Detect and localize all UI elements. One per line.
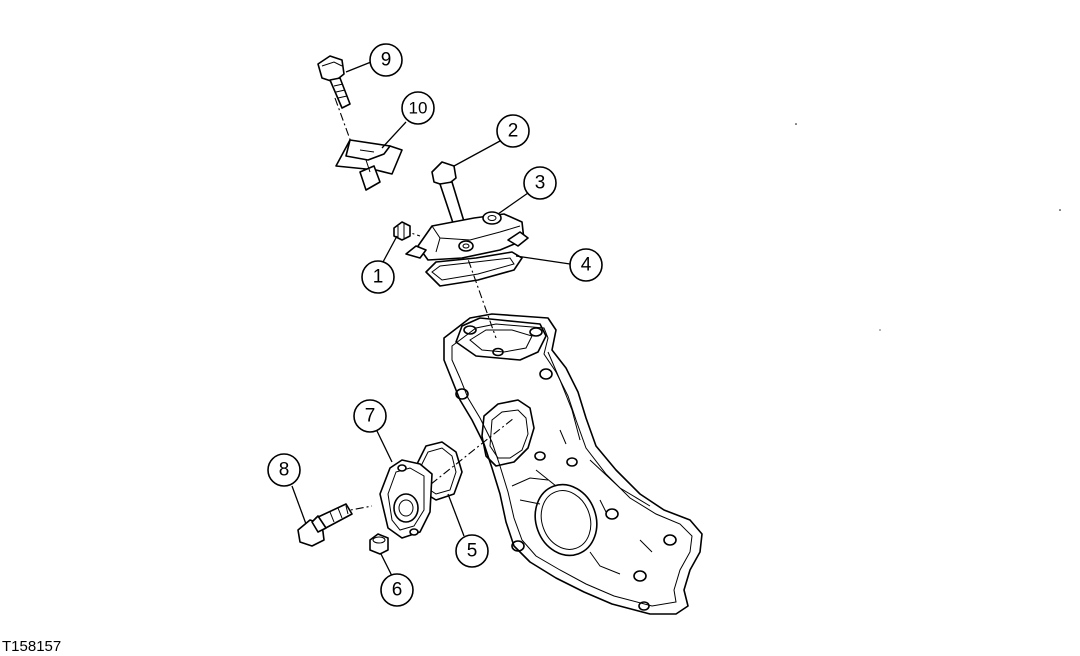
callout-2-label: 2: [508, 121, 519, 142]
callout-9: 9: [369, 43, 403, 77]
callout-3: 3: [523, 166, 557, 200]
callout-8-label: 8: [279, 460, 290, 481]
callout-1-label: 1: [373, 267, 384, 288]
callout-7: 7: [353, 399, 387, 433]
thermostat-cover-3: [405, 211, 529, 261]
callout-10: 10: [401, 91, 435, 125]
callout-4: 4: [569, 248, 603, 282]
callout-9-label: 9: [381, 50, 392, 71]
bolt-9: [317, 55, 351, 109]
callout-8: 8: [267, 453, 301, 487]
callout-10-label: 10: [409, 99, 428, 118]
plug-6: [369, 533, 389, 555]
timing-gear-cover: [443, 313, 703, 615]
bracket-10: [335, 139, 403, 191]
plug-1: [393, 221, 411, 241]
bolt-8: [297, 503, 353, 547]
callout-6: 6: [380, 573, 414, 607]
callout-3-label: 3: [535, 173, 546, 194]
callout-2: 2: [496, 114, 530, 148]
callout-6-label: 6: [392, 580, 403, 601]
water-inlet-7: [379, 459, 433, 539]
callout-7-label: 7: [365, 406, 376, 427]
gasket-4: [425, 251, 523, 287]
figure-id: T158157: [2, 638, 62, 655]
callout-5: 5: [455, 534, 489, 568]
callout-5-label: 5: [467, 541, 478, 562]
callout-4-label: 4: [581, 255, 592, 276]
callout-1: 1: [361, 260, 395, 294]
